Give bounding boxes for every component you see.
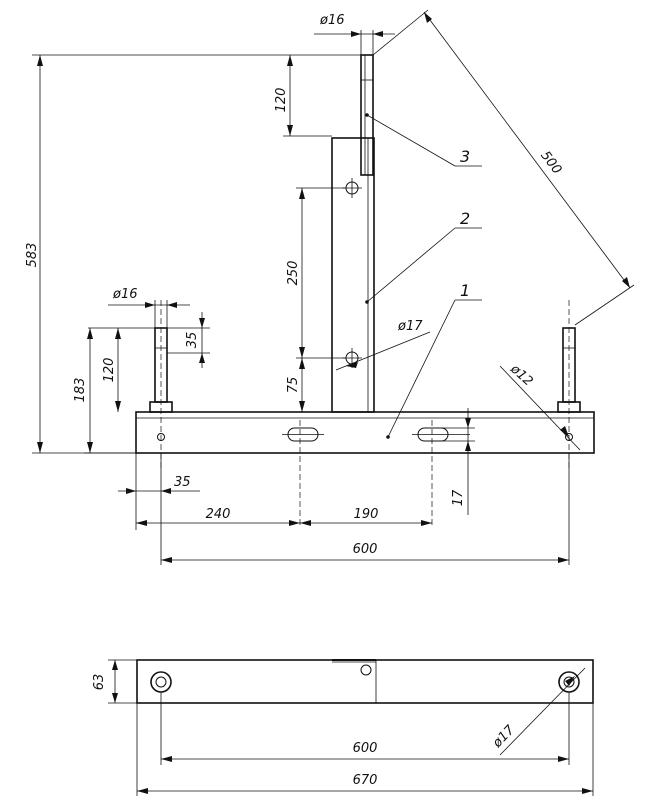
leader-part3: 3 <box>460 147 470 166</box>
dim-w190: 190 <box>354 507 379 522</box>
dim-d17-mid: ø17 <box>397 319 423 334</box>
dim-d12: ø12 <box>507 361 536 389</box>
dim-w240: 240 <box>206 507 231 522</box>
leader-part1: 1 <box>460 281 470 300</box>
dim-h120-left: 120 <box>102 358 117 383</box>
leader-labels: 3 2 1 <box>460 147 470 300</box>
part-leaders <box>365 113 482 438</box>
plan-dimensions <box>108 659 594 796</box>
dim-d16-left: ø16 <box>112 287 138 302</box>
plan-bolt-left <box>150 671 172 693</box>
dim-w600-plan: 600 <box>353 741 378 756</box>
dim-h17: 17 <box>451 489 466 506</box>
dim-w35: 35 <box>174 475 191 490</box>
top-pin <box>360 54 374 176</box>
dim-len500: 500 <box>537 148 564 177</box>
plan-beam <box>136 659 594 704</box>
dim-h120-top: 120 <box>274 88 289 113</box>
dim-w600-front: 600 <box>353 542 378 557</box>
dim-w670: 670 <box>353 773 378 788</box>
dim-h583: 583 <box>25 243 40 268</box>
plan-view <box>136 659 594 704</box>
leader-part2: 2 <box>460 209 470 228</box>
dim-d17-plan: ø17 <box>489 722 518 751</box>
dim-h35-left: 35 <box>185 332 200 349</box>
dimension-labels: ø16 120 583 500 250 75 ø17 ø16 35 120 18… <box>25 13 564 788</box>
dim-h183: 183 <box>73 378 88 403</box>
dim-h250: 250 <box>286 261 301 286</box>
dim-d16-top: ø16 <box>319 13 345 28</box>
dim-h75: 75 <box>286 377 301 394</box>
vertical-post <box>331 137 375 413</box>
dim-h63: 63 <box>92 674 107 691</box>
front-dimensions <box>32 9 635 565</box>
front-view <box>135 54 595 528</box>
